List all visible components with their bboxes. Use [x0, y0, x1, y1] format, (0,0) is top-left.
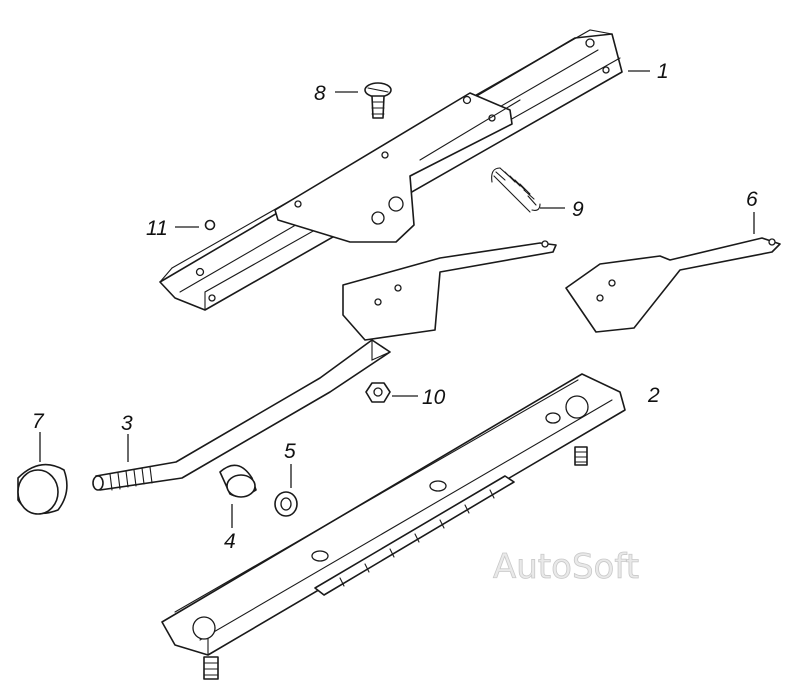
callout-11: 11: [146, 217, 168, 240]
callout-7: 7: [32, 410, 45, 433]
callout-3: 3: [121, 412, 133, 435]
callout-10: 10: [422, 386, 446, 409]
part-10-nut: [365, 382, 391, 403]
callout-labels: 1 2 3 4 5 6 7 8 9 10 11: [32, 60, 758, 553]
callout-4: 4: [224, 530, 236, 553]
watermark-text: AutoSoft: [493, 547, 639, 587]
part-9-spring: [491, 167, 541, 213]
part-11-ball: [204, 219, 216, 231]
callout-6: 6: [746, 188, 758, 211]
part-7-knob: [17, 463, 68, 515]
leader-lines: [39, 70, 755, 528]
part-5-washer: [274, 491, 298, 517]
part-1-upper-rail: [159, 29, 623, 311]
callout-5: 5: [284, 440, 296, 463]
callout-9: 9: [572, 198, 584, 221]
part-2-lower-rail: [161, 373, 626, 680]
callout-8: 8: [314, 82, 326, 105]
callout-2: 2: [647, 384, 660, 407]
part-4-plug: [219, 464, 257, 498]
part-3-release-lever: [92, 240, 557, 491]
callout-1: 1: [657, 60, 669, 83]
part-6-plate: [565, 237, 781, 333]
part-8-screw: [364, 82, 392, 119]
